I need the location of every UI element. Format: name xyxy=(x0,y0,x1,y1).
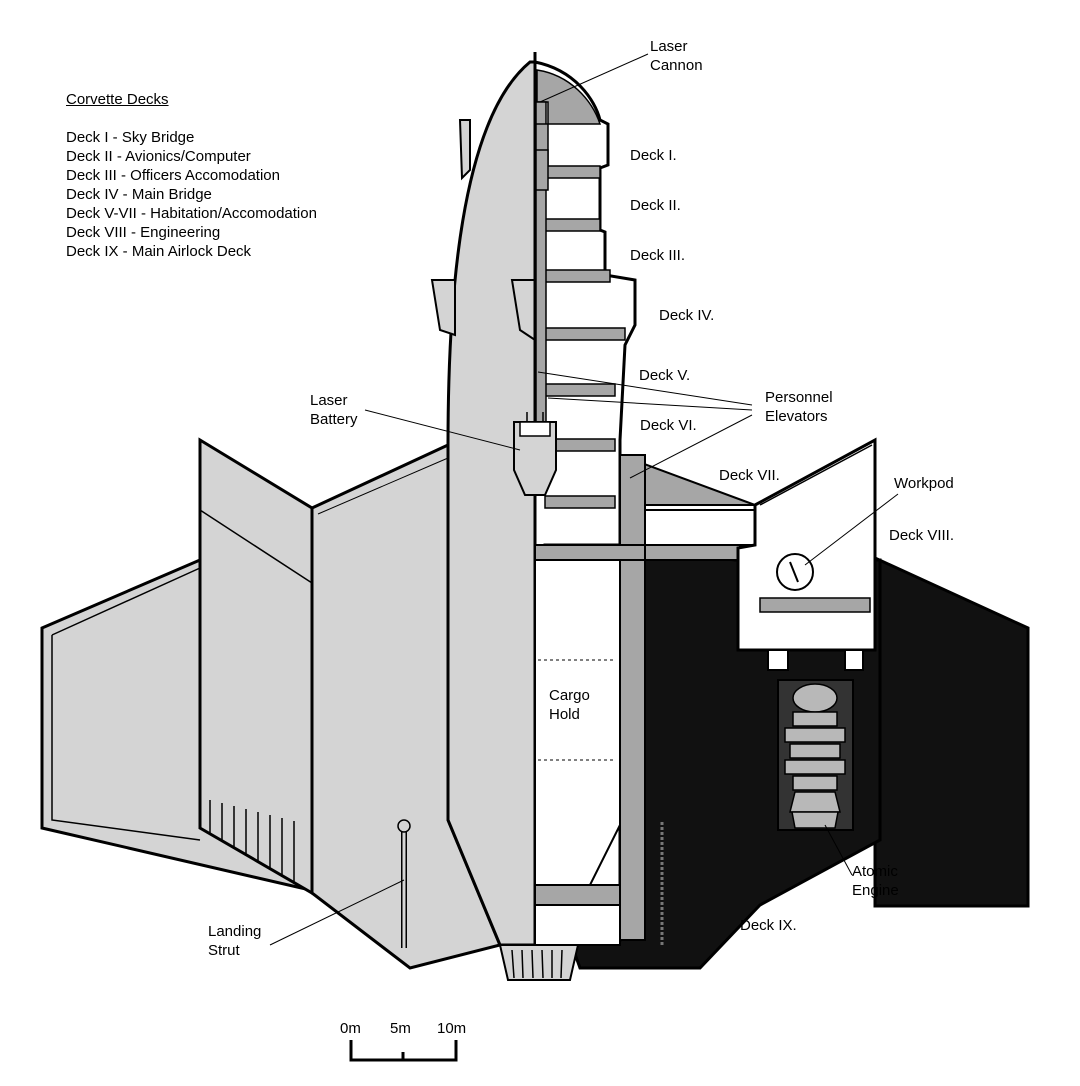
central-tower xyxy=(446,60,537,947)
deck-label-9: Deck IX. xyxy=(740,917,797,934)
legend-item: Deck IX - Main Airlock Deck xyxy=(66,243,252,260)
scale-tick-10m: 10m xyxy=(437,1020,467,1037)
deck-label-8: Deck VIII. xyxy=(889,527,955,544)
exhaust-nozzle xyxy=(498,944,580,981)
left-mid-wing xyxy=(198,437,314,896)
scale-tick-0m: 0m xyxy=(340,1020,361,1037)
cargo-hold-label: Cargo Hold xyxy=(549,687,590,723)
deck-label-6: Deck VI. xyxy=(640,417,697,434)
legend-item: Deck III - Officers Accomodation xyxy=(66,167,280,184)
atomic-engine xyxy=(784,683,846,829)
legend-item: Deck I - Sky Bridge xyxy=(66,129,195,146)
leader-lines xyxy=(269,53,899,946)
wing-vents xyxy=(209,800,295,884)
laser-cannon-label: Laser Cannon xyxy=(650,38,703,74)
laser-battery xyxy=(513,421,557,496)
cargo-hold xyxy=(534,559,621,886)
workpod-label: Workpod xyxy=(894,475,954,492)
legend-title: Corvette Decks xyxy=(66,91,169,108)
landing-strut-label: Landing Strut xyxy=(208,923,262,959)
legend-item: Deck V-VII - Habitation/Accomodation xyxy=(66,205,317,222)
deck-floors xyxy=(544,165,626,509)
deck-label-4: Deck IV. xyxy=(659,307,715,324)
legend-item: Deck IV - Main Bridge xyxy=(66,186,212,203)
right-wing xyxy=(873,555,1030,908)
deck-label-1: Deck I. xyxy=(630,147,677,164)
scale-tick-5m: 5m xyxy=(390,1020,411,1037)
deck-label-2: Deck II. xyxy=(630,197,681,214)
deck-label-3: Deck III. xyxy=(630,247,686,264)
laser-battery-label: Laser Battery xyxy=(310,392,358,428)
atomic-engine-label: Atomic Engine xyxy=(852,863,899,899)
deck-label-5: Deck V. xyxy=(639,367,691,384)
legend-item: Deck II - Avionics/Computer xyxy=(66,148,251,165)
legend-item: Deck VIII - Engineering xyxy=(66,224,221,241)
scale-bar xyxy=(349,1040,458,1062)
deck-legend: Corvette Decks Deck I - Sky Bridge Deck … xyxy=(66,90,317,261)
personnel-elevators-label: Personnel Elevators xyxy=(765,389,833,425)
deck-label-7: Deck VII. xyxy=(719,467,780,484)
